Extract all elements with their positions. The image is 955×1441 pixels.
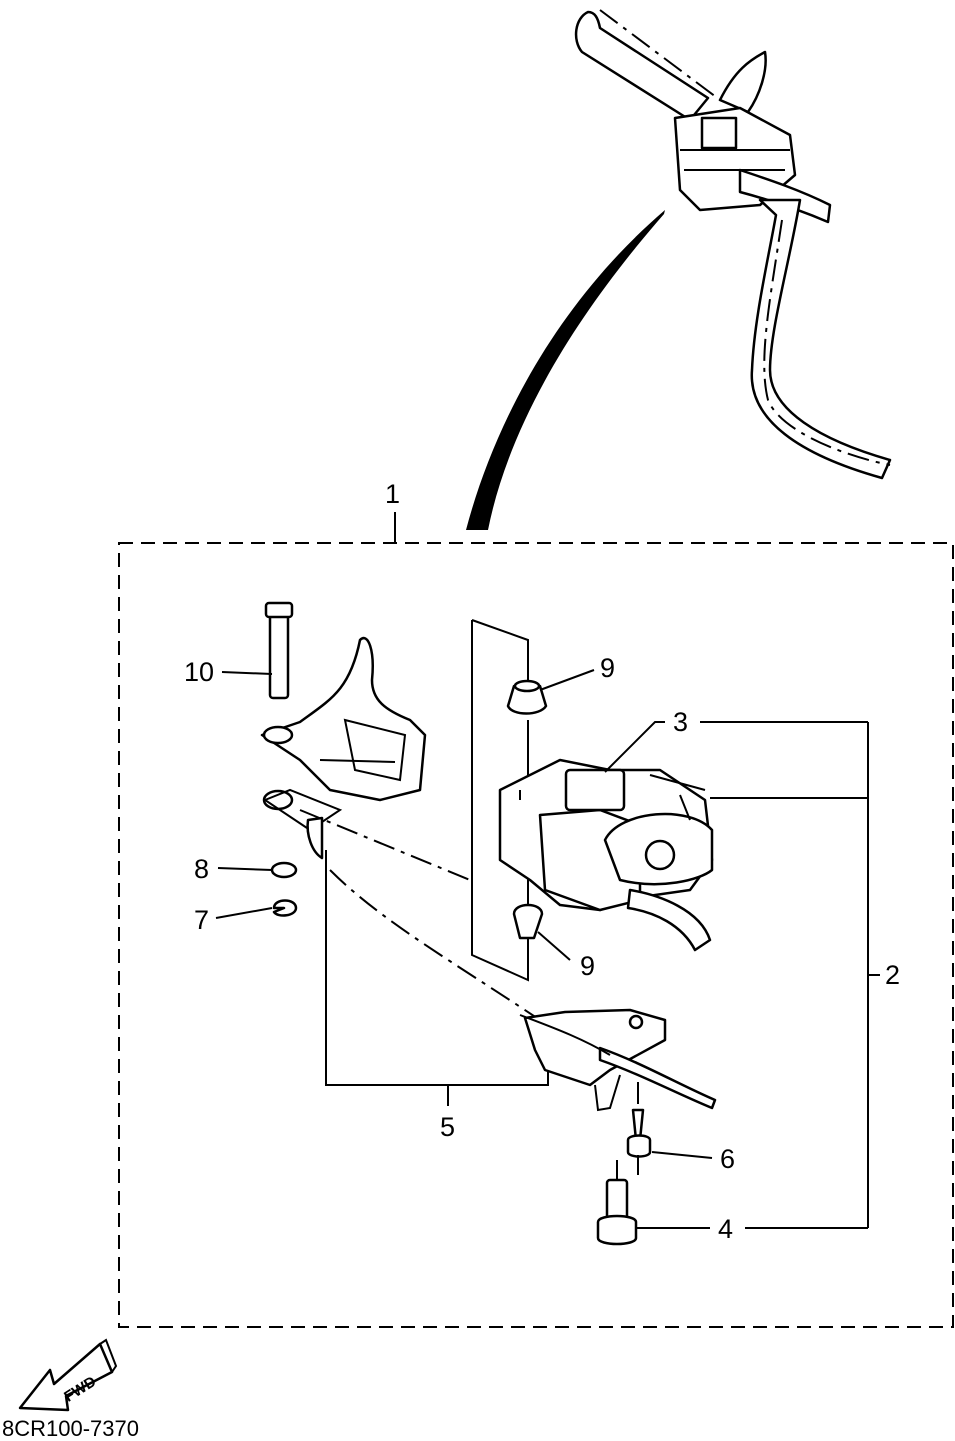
leader-line-3 xyxy=(604,721,868,799)
leader-line-9-top xyxy=(539,669,595,691)
switch-body xyxy=(498,758,714,952)
leader-line-9-bottom xyxy=(537,931,571,961)
drawing-code: 8CR100-7370 xyxy=(2,1416,139,1441)
leader-line-7 xyxy=(215,907,273,919)
callout-9-top: 9 xyxy=(600,653,615,683)
leader-line-10 xyxy=(221,671,273,675)
callout-2: 2 xyxy=(885,960,900,990)
leader-line-8 xyxy=(217,867,273,871)
lever-assembly xyxy=(260,601,427,860)
handlebar-illustration xyxy=(574,9,892,480)
fwd-arrow: FWD xyxy=(18,1338,118,1412)
leader-line-6 xyxy=(651,1151,713,1159)
callout-7: 7 xyxy=(194,905,209,935)
callout-9-bottom: 9 xyxy=(580,951,595,981)
callout-6: 6 xyxy=(720,1144,735,1174)
clip-part xyxy=(272,899,298,917)
callout-4: 4 xyxy=(718,1214,733,1244)
screw-part xyxy=(626,1108,652,1158)
callout-3: 3 xyxy=(673,707,688,737)
grommets xyxy=(471,619,548,982)
callout-1: 1 xyxy=(385,479,400,509)
bracket-line-5 xyxy=(325,850,549,1106)
callout-8: 8 xyxy=(194,854,209,884)
connection-tail xyxy=(466,210,665,530)
washer-part xyxy=(270,861,298,879)
bolt-part xyxy=(596,1178,638,1246)
callout-5: 5 xyxy=(440,1112,455,1142)
callout-10: 10 xyxy=(184,657,214,687)
assembly-frame xyxy=(118,542,954,1328)
sensor-bracket xyxy=(519,1008,717,1112)
bracket-line-2 xyxy=(867,722,880,1228)
